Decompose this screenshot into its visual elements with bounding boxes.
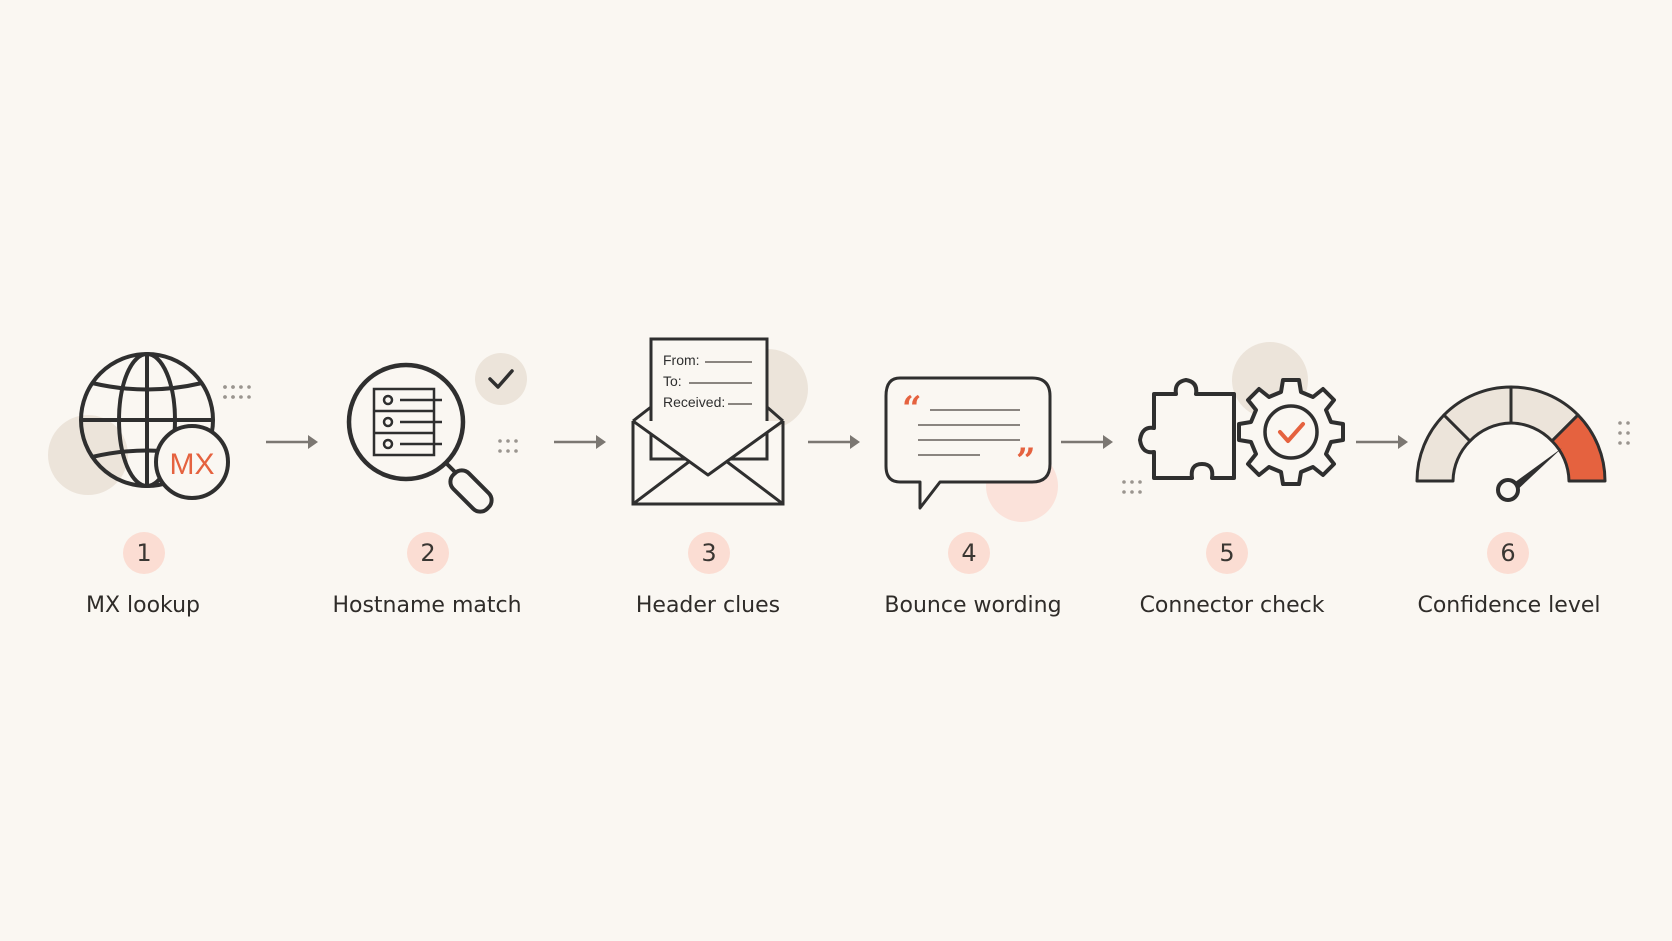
step-label: Connector check	[1139, 593, 1325, 618]
speech-bubble-quote-icon: “ ”	[884, 376, 1058, 522]
arrow-icon	[1356, 435, 1408, 449]
puzzle-gear-icon	[1122, 342, 1345, 494]
mx-text: MX	[170, 448, 215, 481]
envelope-letter-icon: From: To: Received:	[631, 337, 808, 506]
decor-dots	[498, 439, 518, 453]
letter-received-label: Received:	[663, 394, 725, 410]
gauge-icon	[1415, 385, 1630, 502]
decor-blob	[48, 415, 128, 495]
arrow-icon	[808, 435, 860, 449]
step-number-badge: 5	[1206, 532, 1248, 574]
step-label: Header clues	[635, 593, 781, 618]
letter-to-label: To:	[663, 373, 682, 389]
step-label: Bounce wording	[884, 593, 1062, 618]
check-icon	[1278, 422, 1305, 443]
step-label: Confidence level	[1417, 593, 1601, 618]
decor-dots	[1122, 480, 1142, 494]
globe-icon: MX	[48, 352, 240, 500]
step-number-badge: 2	[407, 532, 449, 574]
quote-close-mark: ”	[1016, 441, 1036, 481]
gear-icon	[1237, 378, 1345, 486]
arrow-icon	[1061, 435, 1113, 449]
decor-dots	[1618, 421, 1630, 445]
quote-open-mark: “	[902, 389, 922, 429]
gauge-needle	[1507, 448, 1562, 494]
magnifier-list-icon	[346, 353, 527, 514]
step-label: MX lookup	[85, 593, 201, 618]
step-number-badge: 4	[948, 532, 990, 574]
letter-from-label: From:	[663, 352, 700, 368]
step-number-badge: 3	[688, 532, 730, 574]
decor-blob	[475, 353, 527, 405]
step-label: Hostname match	[332, 593, 522, 618]
step-number-badge: 1	[123, 532, 165, 574]
arrow-icon	[266, 435, 318, 449]
decor-dots	[223, 385, 251, 399]
step-number-badge: 6	[1487, 532, 1529, 574]
arrow-icon	[554, 435, 606, 449]
check-icon	[488, 369, 514, 389]
puzzle-piece-icon	[1138, 378, 1236, 480]
